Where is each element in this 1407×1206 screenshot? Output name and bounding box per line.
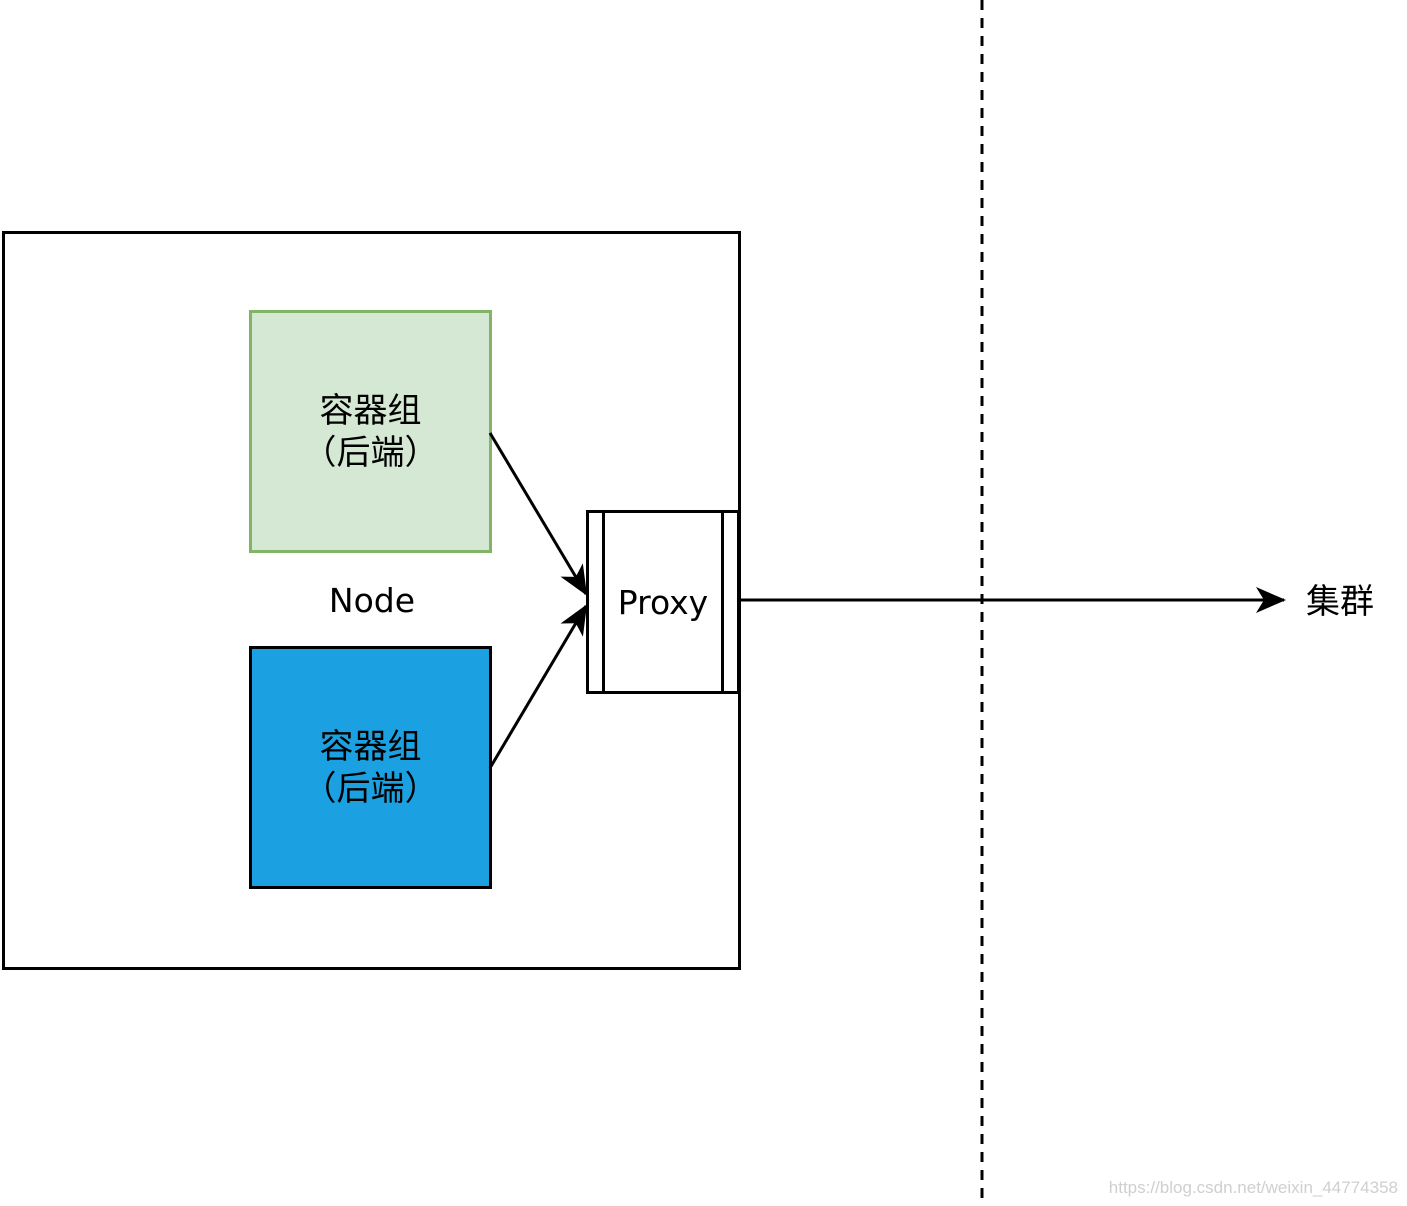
proxy-box: Proxy: [586, 510, 740, 694]
pod-2-subtitle: （后端）: [302, 768, 439, 809]
proxy-label: Proxy: [617, 582, 709, 622]
proxy-right-bar: [721, 513, 724, 691]
cluster-label: 集群: [1306, 582, 1374, 622]
pod-backend-1: 容器组 （后端）: [249, 310, 492, 553]
node-label: Node: [328, 581, 416, 620]
pod-1-title: 容器组: [319, 390, 422, 431]
watermark-text: https://blog.csdn.net/weixin_44774358: [1108, 1178, 1398, 1197]
pod-1-subtitle: （后端）: [302, 432, 439, 473]
pod-backend-2: 容器组 （后端）: [249, 646, 492, 889]
pod-2-title: 容器组: [319, 726, 422, 767]
proxy-left-bar: [602, 513, 605, 691]
